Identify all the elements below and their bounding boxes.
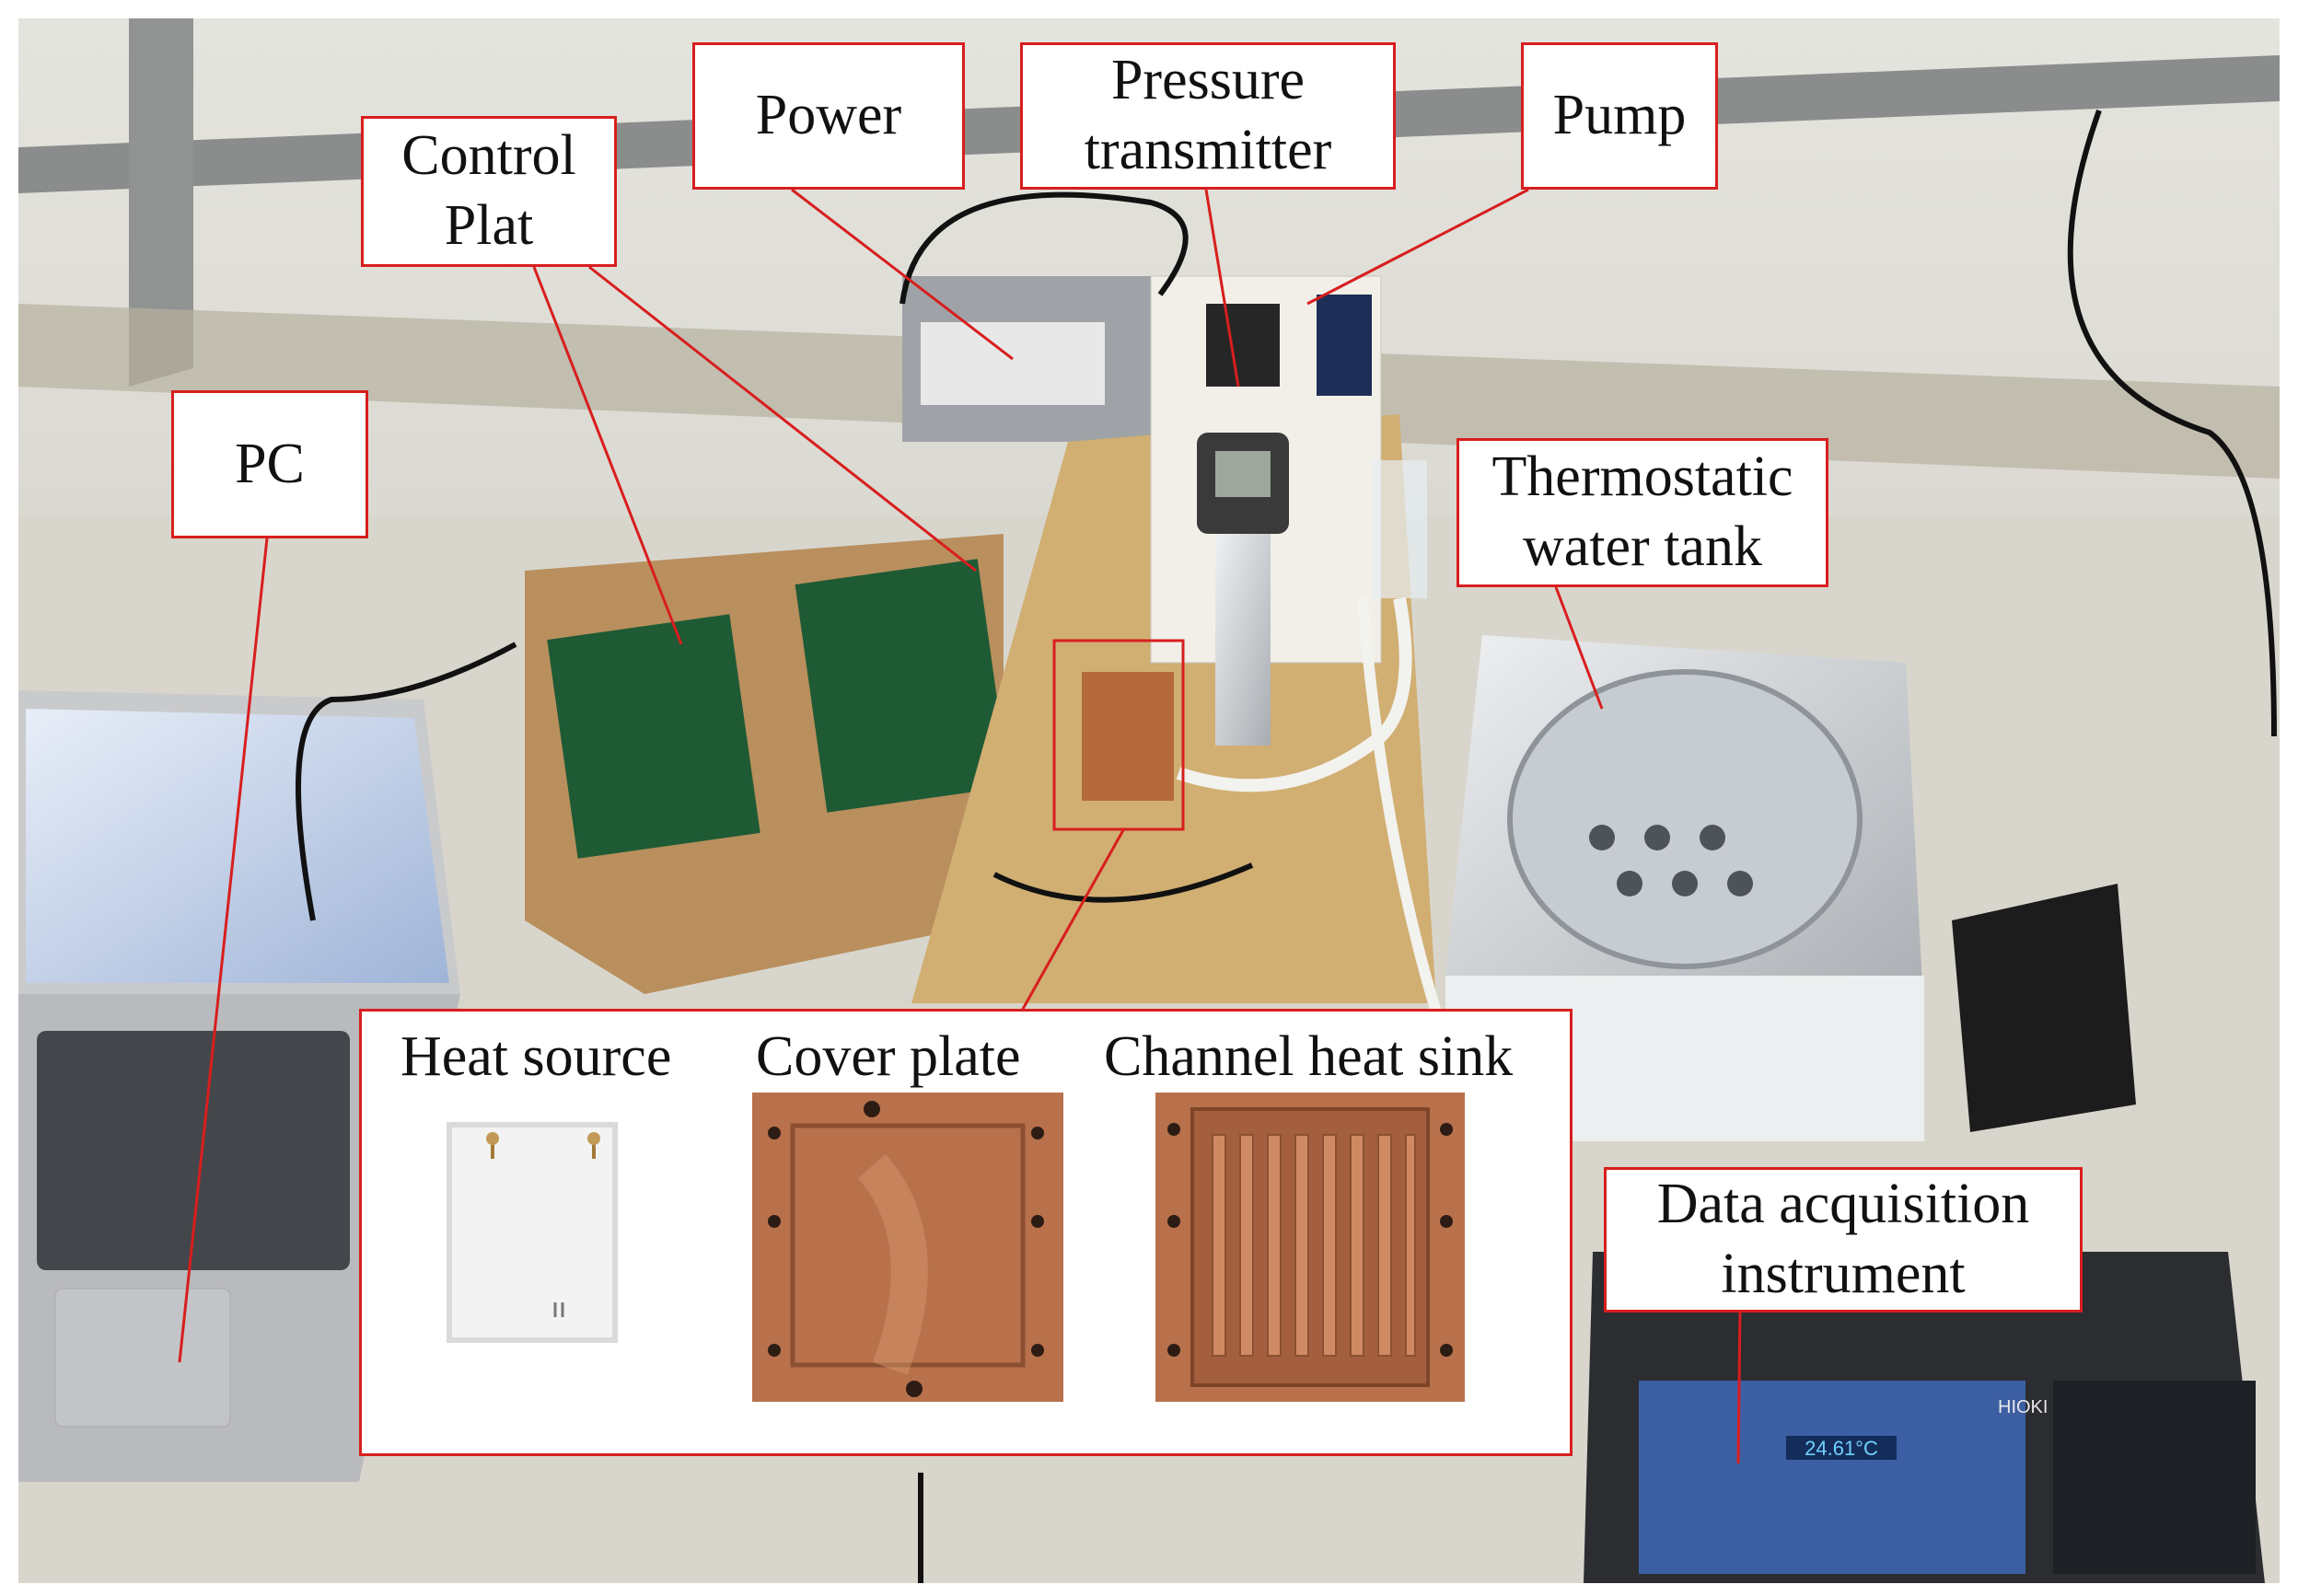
power-adapter [1952,884,2136,1132]
caption-heat-source: Heat source [400,1025,672,1088]
window-frame-left [129,18,193,387]
control-board-2 [795,559,1010,813]
label-pressure-transmitter: Pressure transmitter [1020,42,1396,190]
transmitter-lcd [1215,451,1271,497]
component-inset: Heat source Cover plate Channel heat sin… [359,1009,1573,1456]
label-data-acquisition-instrument: Data acquisition instrument [1604,1167,2083,1313]
daq-keypad [2053,1381,2256,1574]
control-board-1 [547,614,760,859]
label-thermostatic-water-tank: Thermostatic water tank [1457,438,1828,587]
caption-cover-plate: Cover plate [756,1025,1021,1088]
power-supply-label [921,322,1105,405]
label-power: Power [692,42,965,190]
label-pump: Pump [1521,42,1718,190]
test-section [1082,672,1174,801]
label-pc: PC [171,390,368,538]
daq-reading: 24.61°C [1805,1437,1878,1460]
daq-brand: HIOKI [1998,1397,2048,1417]
tank-holes [1589,825,1753,896]
heat-source-photo [447,1122,618,1343]
laptop-touchpad [54,1288,231,1428]
daq-reading-box [1786,1436,1897,1460]
laptop-screen [26,709,449,983]
pump-display [1317,295,1372,396]
cover-plate-photo [752,1093,1063,1402]
channel-heat-sink-photo [1155,1093,1465,1402]
caption-channel-heat-sink: Channel heat sink [1104,1025,1514,1088]
water-tank-opening [1507,669,1863,969]
transmitter-head [1206,304,1280,387]
laptop-keyboard [37,1031,350,1270]
label-control-plat: Control Plat [361,116,617,267]
pump-head [1372,460,1427,598]
daq-screen [1639,1381,2025,1574]
transmitter-shaft [1215,534,1271,746]
